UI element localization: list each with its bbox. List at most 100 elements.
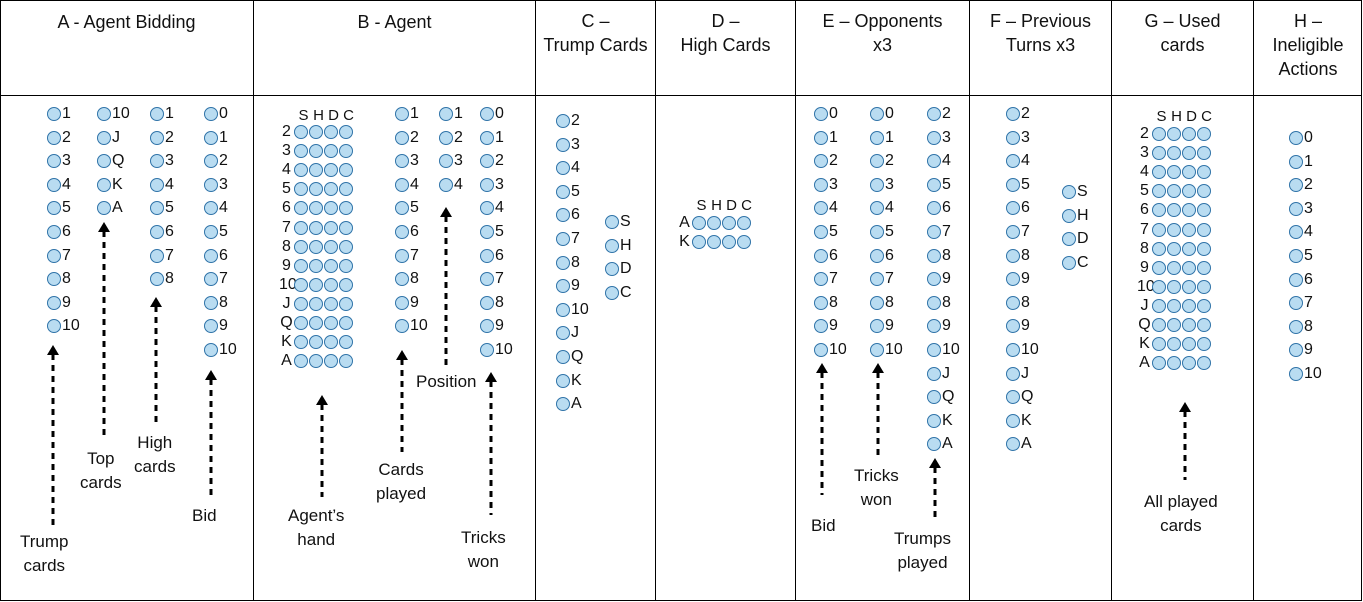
circle-node-icon bbox=[1006, 319, 1020, 334]
circle-node-icon bbox=[692, 216, 706, 230]
circle-node-icon bbox=[97, 107, 111, 121]
opponent-trumps-node: 5 bbox=[927, 174, 951, 196]
opponent-tricks-node: 0 bbox=[870, 103, 894, 125]
circle-node-icon bbox=[1289, 249, 1303, 263]
trump-suit-node: D bbox=[605, 258, 632, 280]
circle-node-icon bbox=[150, 248, 164, 263]
circle-node-icon bbox=[324, 239, 338, 254]
circle-node-icon bbox=[1182, 318, 1196, 332]
rank-label: 9 bbox=[282, 256, 291, 274]
circle-node-icon bbox=[927, 248, 941, 263]
agent-bidding-top-node: A bbox=[97, 197, 123, 219]
circle-node-icon bbox=[395, 201, 409, 216]
circle-node-icon bbox=[339, 144, 353, 159]
opponent-trumps-node: 6 bbox=[927, 197, 951, 219]
opponent-trumps-node: J bbox=[927, 363, 950, 385]
circle-node-icon bbox=[692, 235, 706, 249]
agent-bidding-trump-value: 2 bbox=[62, 128, 71, 146]
circle-node-icon bbox=[927, 319, 941, 334]
previous-turn-value: A bbox=[1021, 435, 1032, 453]
label-top-cards: Top cards bbox=[80, 449, 122, 492]
agent-bidding-trump-node: 4 bbox=[47, 174, 71, 196]
ineligible-action-value: 0 bbox=[1304, 129, 1313, 146]
used-cards-rank-row: K bbox=[1137, 333, 1212, 355]
trump-suit-node: C bbox=[605, 282, 632, 304]
arrowhead-icon bbox=[316, 395, 328, 405]
circle-node-icon bbox=[204, 154, 218, 169]
agent-bidding-top-node: K bbox=[97, 174, 123, 196]
agent-bidding-trump-node: 8 bbox=[47, 268, 71, 290]
used-cards-rank-row: 3 bbox=[1137, 142, 1212, 164]
circle-node-icon bbox=[324, 354, 338, 369]
trump-cards-node: A bbox=[556, 393, 582, 415]
ineligible-action-value: 9 bbox=[1304, 341, 1313, 359]
opponent-trumps-node: 2 bbox=[927, 103, 951, 125]
circle-node-icon bbox=[339, 258, 353, 273]
circle-node-icon bbox=[150, 154, 164, 169]
opponent-tricks-node: 5 bbox=[870, 221, 894, 243]
agent-bidding-bid-value: 6 bbox=[219, 246, 228, 264]
circle-node-icon bbox=[339, 296, 353, 311]
circle-node-icon bbox=[480, 319, 494, 334]
rank-label: K bbox=[281, 333, 292, 351]
circle-node-icon bbox=[395, 154, 409, 169]
circle-node-icon bbox=[150, 107, 164, 121]
opponent-trumps-value: J bbox=[942, 364, 950, 382]
circle-node-icon bbox=[1152, 222, 1166, 237]
circle-node-icon bbox=[707, 235, 721, 249]
rank-label: K bbox=[679, 233, 690, 250]
opponent-tricks-value: 4 bbox=[885, 199, 894, 217]
rank-label: 3 bbox=[1140, 144, 1149, 162]
agent-bidding-bid-value: 1 bbox=[219, 128, 228, 146]
circle-node-icon bbox=[814, 295, 828, 310]
agent-bidding-top-value: Q bbox=[112, 152, 125, 170]
circle-node-icon bbox=[1167, 260, 1181, 275]
circle-node-icon bbox=[47, 295, 61, 310]
agent-bidding-high-node: 7 bbox=[150, 245, 174, 267]
previous-turn-node: 9 bbox=[1006, 315, 1030, 337]
label-position: Position bbox=[416, 372, 477, 391]
opponent-trumps-value: 7 bbox=[942, 223, 951, 240]
agent-bidding-trump-node: 10 bbox=[47, 315, 80, 337]
trump-cards-value: 10 bbox=[571, 300, 589, 318]
circle-node-icon bbox=[439, 177, 453, 192]
previous-turn-value: 7 bbox=[1021, 223, 1030, 240]
circle-node-icon bbox=[339, 239, 353, 254]
agent-bidding-top-value: 10 bbox=[112, 105, 130, 122]
arrowhead-icon bbox=[396, 350, 408, 360]
circle-node-icon bbox=[294, 201, 308, 216]
circle-node-icon bbox=[1167, 279, 1181, 294]
circle-node-icon bbox=[324, 277, 338, 292]
opponent-tricks-value: 3 bbox=[885, 175, 894, 193]
ineligible-action-node: 0 bbox=[1289, 127, 1313, 149]
rank-label: 5 bbox=[282, 180, 291, 198]
trump-cards-value: 7 bbox=[571, 230, 580, 247]
previous-turn-value: 3 bbox=[1021, 128, 1030, 146]
circle-node-icon bbox=[324, 182, 338, 197]
agent-bidding-trump-value: 1 bbox=[62, 105, 71, 122]
agent-hand-rank-row: A bbox=[279, 350, 354, 372]
circle-node-icon bbox=[339, 335, 353, 350]
circle-node-icon bbox=[556, 232, 570, 246]
arrowhead-icon bbox=[205, 370, 217, 380]
agent-bidding-bid-node: 4 bbox=[204, 197, 228, 219]
rank-label: 4 bbox=[282, 161, 291, 179]
ineligible-action-value: 3 bbox=[1304, 199, 1313, 217]
agent-bidding-high-node: 3 bbox=[150, 150, 174, 172]
rank-label: 2 bbox=[282, 123, 291, 140]
trump-cards-value: 3 bbox=[571, 135, 580, 153]
agent-bidding-high-value: 2 bbox=[165, 128, 174, 146]
ineligible-action-node: 5 bbox=[1289, 245, 1313, 267]
agent-bidding-high-node: 1 bbox=[150, 103, 174, 125]
arrowhead-icon bbox=[485, 372, 497, 382]
agent-tricks-won-value: 1 bbox=[495, 128, 504, 146]
ineligible-action-value: 6 bbox=[1304, 270, 1313, 288]
circle-node-icon bbox=[480, 107, 494, 121]
agent-tricks-won-value: 4 bbox=[495, 199, 504, 217]
agent-bidding-high-node: 2 bbox=[150, 127, 174, 149]
agent-bidding-high-value: 1 bbox=[165, 105, 174, 122]
circle-node-icon bbox=[605, 285, 619, 300]
rank-label: 8 bbox=[282, 237, 291, 255]
opponent-trumps-node: Q bbox=[927, 386, 954, 408]
circle-node-icon bbox=[1006, 107, 1020, 121]
